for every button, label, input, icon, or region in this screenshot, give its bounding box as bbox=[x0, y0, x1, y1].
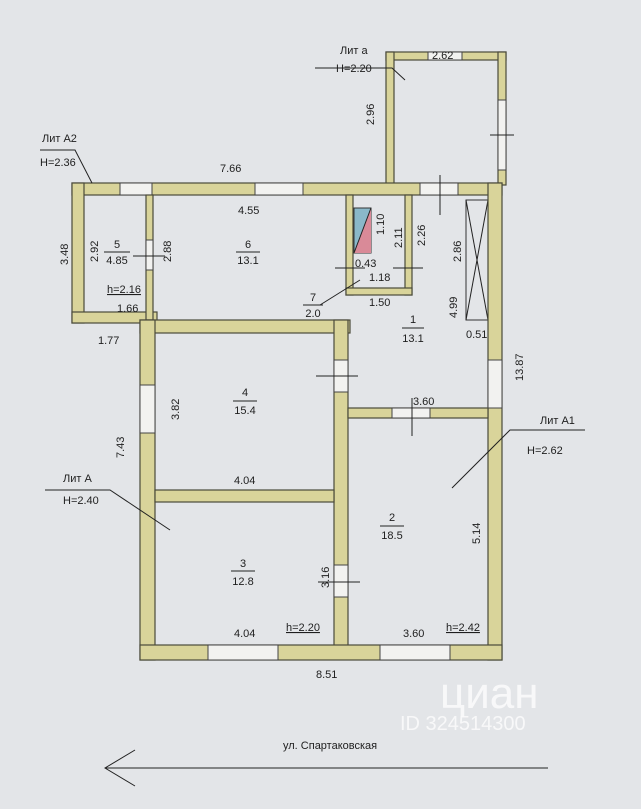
svg-text:4.04: 4.04 bbox=[234, 475, 255, 487]
door bbox=[419, 182, 459, 196]
wall bbox=[404, 194, 413, 296]
svg-text:7: 7 bbox=[310, 292, 316, 304]
window bbox=[427, 51, 463, 61]
svg-text:5: 5 bbox=[114, 239, 120, 251]
svg-text:1.77: 1.77 bbox=[98, 335, 119, 347]
svg-text:1.50: 1.50 bbox=[369, 297, 390, 309]
wall bbox=[345, 287, 413, 296]
ceiling-height: h=2.20 bbox=[286, 622, 320, 634]
lit-label: Лит А2 bbox=[42, 133, 77, 145]
svg-text:2.92: 2.92 bbox=[89, 241, 101, 262]
svg-text:4.85: 4.85 bbox=[106, 255, 127, 267]
dimensions: 2.62 7.66 4.55 1.66 1.77 0.43 1.18 1.50 … bbox=[59, 50, 526, 681]
svg-text:7.43: 7.43 bbox=[115, 437, 127, 458]
svg-text:4.55: 4.55 bbox=[238, 205, 259, 217]
wall bbox=[71, 182, 85, 324]
svg-text:2.0: 2.0 bbox=[305, 308, 320, 320]
svg-text:2.86: 2.86 bbox=[452, 241, 464, 262]
wall bbox=[139, 319, 156, 661]
wall bbox=[154, 489, 335, 503]
svg-text:15.4: 15.4 bbox=[234, 405, 255, 417]
svg-text:13.1: 13.1 bbox=[237, 255, 258, 267]
svg-text:7.66: 7.66 bbox=[220, 163, 241, 175]
room-7: 7 2.0 bbox=[303, 292, 323, 320]
watermark-id: ID 324514300 bbox=[400, 713, 526, 735]
svg-text:3.60: 3.60 bbox=[403, 628, 424, 640]
wall bbox=[487, 182, 503, 661]
svg-text:3.48: 3.48 bbox=[59, 244, 71, 265]
svg-text:2: 2 bbox=[389, 512, 395, 524]
wall bbox=[385, 51, 395, 186]
wall bbox=[345, 194, 354, 296]
ceiling-height: h=2.16 bbox=[107, 284, 141, 296]
window bbox=[139, 384, 156, 434]
svg-text:0.43: 0.43 bbox=[355, 258, 376, 270]
lit-label: Лит А1 bbox=[540, 415, 575, 427]
svg-text:3: 3 bbox=[240, 558, 246, 570]
room-3: 3 12.8 bbox=[231, 558, 255, 588]
window bbox=[207, 644, 279, 661]
window bbox=[379, 644, 451, 661]
svg-text:12.8: 12.8 bbox=[232, 576, 253, 588]
svg-text:1.10: 1.10 bbox=[375, 214, 387, 235]
svg-text:5.14: 5.14 bbox=[471, 523, 483, 544]
svg-text:2.88: 2.88 bbox=[162, 241, 174, 262]
lit-label: Лит а bbox=[340, 45, 368, 57]
door bbox=[333, 564, 349, 598]
room-1: 1 13.1 bbox=[402, 314, 424, 345]
svg-text:3.82: 3.82 bbox=[170, 399, 182, 420]
svg-text:6: 6 bbox=[245, 239, 251, 251]
svg-text:18.5: 18.5 bbox=[381, 530, 402, 542]
ceiling-height: h=2.42 bbox=[446, 622, 480, 634]
door bbox=[391, 407, 431, 419]
svg-text:2.26: 2.26 bbox=[416, 225, 428, 246]
svg-text:4.99: 4.99 bbox=[448, 297, 460, 318]
arrow-head-icon bbox=[104, 749, 136, 787]
street-name: ул. Спартаковская bbox=[283, 740, 377, 752]
wall bbox=[71, 311, 158, 324]
window bbox=[254, 182, 304, 196]
height-label: H=2.40 bbox=[63, 495, 99, 507]
room-5: 5 4.85 bbox=[104, 239, 130, 267]
svg-text:2.11: 2.11 bbox=[393, 227, 405, 248]
room-6: 6 13.1 bbox=[236, 239, 260, 267]
svg-text:8.51: 8.51 bbox=[316, 669, 337, 681]
svg-text:2.96: 2.96 bbox=[365, 104, 377, 125]
height-label: H=2.62 bbox=[527, 445, 563, 457]
svg-text:1: 1 bbox=[410, 314, 416, 326]
window bbox=[119, 182, 153, 196]
lit-label: Лит А bbox=[63, 473, 92, 485]
svg-text:2.62: 2.62 bbox=[432, 50, 453, 62]
wall bbox=[139, 319, 351, 334]
svg-text:4.04: 4.04 bbox=[234, 628, 255, 640]
door bbox=[145, 239, 154, 271]
room-4: 4 15.4 bbox=[233, 387, 257, 417]
svg-text:4: 4 bbox=[242, 387, 248, 399]
svg-text:3.16: 3.16 bbox=[320, 567, 332, 588]
window bbox=[487, 359, 503, 409]
svg-text:13.87: 13.87 bbox=[514, 353, 526, 381]
height-label: H=2.20 bbox=[336, 63, 372, 75]
svg-text:1.18: 1.18 bbox=[369, 272, 390, 284]
room-2: 2 18.5 bbox=[380, 512, 404, 542]
svg-text:1.66: 1.66 bbox=[117, 303, 138, 315]
svg-text:3.60: 3.60 bbox=[413, 396, 434, 408]
watermark-logo: циан bbox=[440, 669, 539, 718]
svg-text:0.51: 0.51 bbox=[466, 329, 487, 341]
svg-text:13.1: 13.1 bbox=[402, 333, 423, 345]
height-label: H=2.36 bbox=[40, 157, 76, 169]
